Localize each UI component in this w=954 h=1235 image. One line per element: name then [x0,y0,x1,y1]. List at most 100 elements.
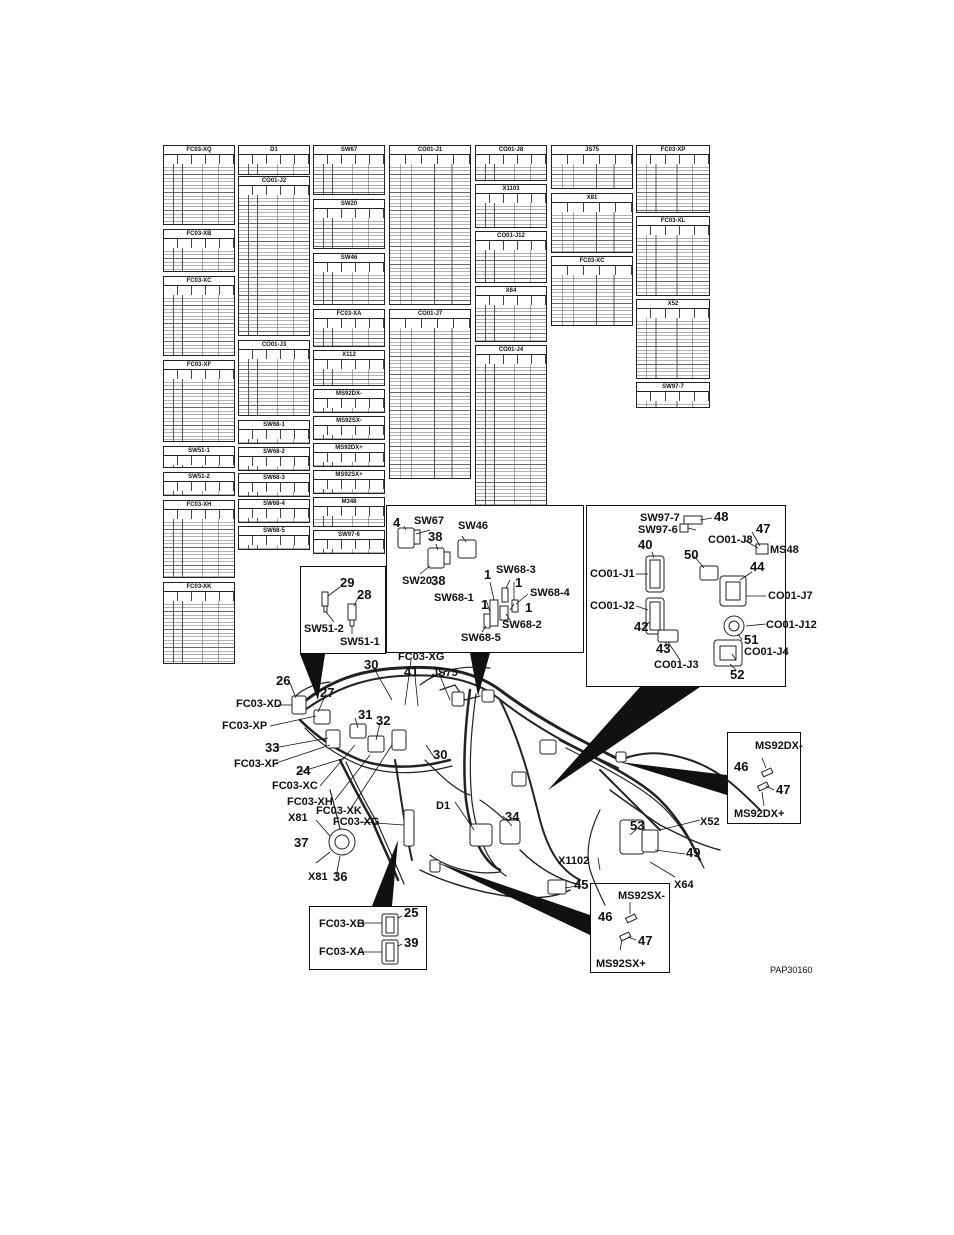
label-fc03-xg-top: FC03-XG [398,651,445,663]
wire-table-sw46: SW46 [313,253,385,305]
wire-table-x64: X64 [475,286,547,342]
wire-table-x112: X112 [313,350,385,386]
callout-31: 31 [358,707,373,722]
wire-table-m348: M348 [313,497,385,527]
wire-table-co01-j2: CO01-J2 [238,176,310,336]
label-ms92sx-plus: MS92SX+ [596,958,646,970]
callout-4: 4 [393,515,401,530]
wire-table-x1103: X1103 [475,184,547,228]
label-co01-j2: CO01-J2 [590,600,635,612]
callout-41: 41 [404,664,419,679]
wire-table-sw20: SW20 [313,199,385,249]
label-co01-j8: CO01-J8 [708,534,753,546]
callout-50: 50 [684,547,699,562]
wire-table-sw68-2: SW68-2 [238,447,310,471]
wire-table-fc03-xa: FC03-XA [313,309,385,347]
label-ms92dx-plus: MS92DX+ [734,808,785,820]
callout-33: 33 [265,740,280,755]
label-sw51-2: SW51-2 [304,623,344,635]
callout-34: 34 [505,809,520,824]
label-sw97-7: SW97-7 [640,512,680,524]
label-x81-a: X81 [288,812,308,824]
callout-51: 51 [744,632,759,647]
label-sw68-2: SW68-2 [502,619,542,631]
wire-table-sw51-2: SW51-2 [163,472,235,496]
wire-table-co01-j8: CO01-J8 [475,145,547,181]
wire-table-sw97-6: SW97-6 [313,530,385,554]
callout-49: 49 [686,845,701,860]
wire-table-fc03-xk: FC03-XK [163,582,235,664]
callout-47-sx: 47 [638,933,653,948]
detail-box-ms92dx [727,732,801,824]
label-x52: X52 [700,816,720,828]
label-d1: D1 [436,800,451,812]
wire-table-sw51-1: SW51-1 [163,446,235,468]
callout-45: 45 [574,877,589,892]
detail-box-fc03x [309,906,427,970]
callout-43: 43 [656,641,671,656]
callout-32: 32 [376,713,391,728]
callout-53: 53 [630,818,645,833]
label-fc03-xa: FC03-XA [319,946,365,958]
callout-29: 29 [340,575,355,590]
callout-36: 36 [333,869,348,884]
wire-table-sw97-7: SW97-7 [636,382,710,408]
wire-table-fc03-xc-2: FC03-XC [551,256,633,326]
callout-46-dx: 46 [734,759,749,774]
label-x1102: X1102 [558,855,590,867]
detail-box-sw51 [300,566,386,654]
label-sw67: SW67 [414,515,444,527]
callout-37: 37 [294,835,309,850]
callout-42: 42 [634,619,649,634]
label-fc03-xd: FC03-XD [236,698,282,710]
wire-table-sw68-5: SW68-5 [238,526,310,550]
label-fc03-xc: FC03-XC [272,780,318,792]
label-fc03-xp: FC03-XP [222,720,268,732]
wire-table-ms92dx-plus: MS92DX+ [313,443,385,467]
label-x81-b: X81 [308,871,328,883]
callout-30-a: 30 [364,657,379,672]
callout-27: 27 [320,685,335,700]
detail-box-ms92sx [590,883,670,973]
label-co01-j3: CO01-J3 [654,659,699,671]
wire-table-fc03-xq: FC03-XQ [163,145,235,225]
wire-table-co01-j4: CO01-J4 [475,345,547,510]
wire-table-fc03-xh: FC03-XH [163,500,235,578]
callout-40: 40 [638,537,653,552]
wire-table-ms92sx-plus: MS92SX+ [313,470,385,494]
wire-table-co01-j3: CO01-J3 [238,340,310,416]
callout-25: 25 [404,905,419,920]
label-fc03-xb: FC03-XB [319,918,365,930]
callout-24: 24 [296,763,311,778]
label-sw97-6: SW97-6 [638,524,678,536]
wire-table-fc03-xl: FC03-XL [636,216,710,296]
label-sw46: SW46 [458,520,488,532]
callout-52: 52 [730,667,745,682]
label-co01-j1: CO01-J1 [590,568,635,580]
figure-id: PAP30160 [770,965,813,975]
wire-table-co01-j1: CO01-J1 [389,145,471,305]
callout-38-b: 38 [431,573,446,588]
callout-26: 26 [276,673,291,688]
label-fc03-xh: FC03-XH [287,796,333,808]
connector-fc03-xd-shape [291,695,307,715]
callout-1-c: 1 [481,597,489,612]
wire-table-x52: X52 [636,299,710,379]
label-sw20: SW20 [402,575,432,587]
wire-table-x81: X81 [551,193,633,253]
label-sw68-5: SW68-5 [461,632,501,644]
callout-38-a: 38 [428,529,443,544]
wire-table-sw68-1: SW68-1 [238,420,310,444]
label-sw51-1: SW51-1 [340,636,380,648]
label-fc03-xk: FC03-XK [316,805,362,817]
callout-48: 48 [714,509,729,524]
label-sw68-1: SW68-1 [434,592,474,604]
wire-table-sw68-3: SW68-3 [238,473,310,497]
wire-table-js75: JS75 [551,145,633,189]
label-fc03-xf: FC03-XF [234,758,279,770]
callout-28: 28 [357,587,372,602]
label-co01-j4: CO01-J4 [744,646,789,658]
wire-table-sw68-4: SW68-4 [238,499,310,523]
